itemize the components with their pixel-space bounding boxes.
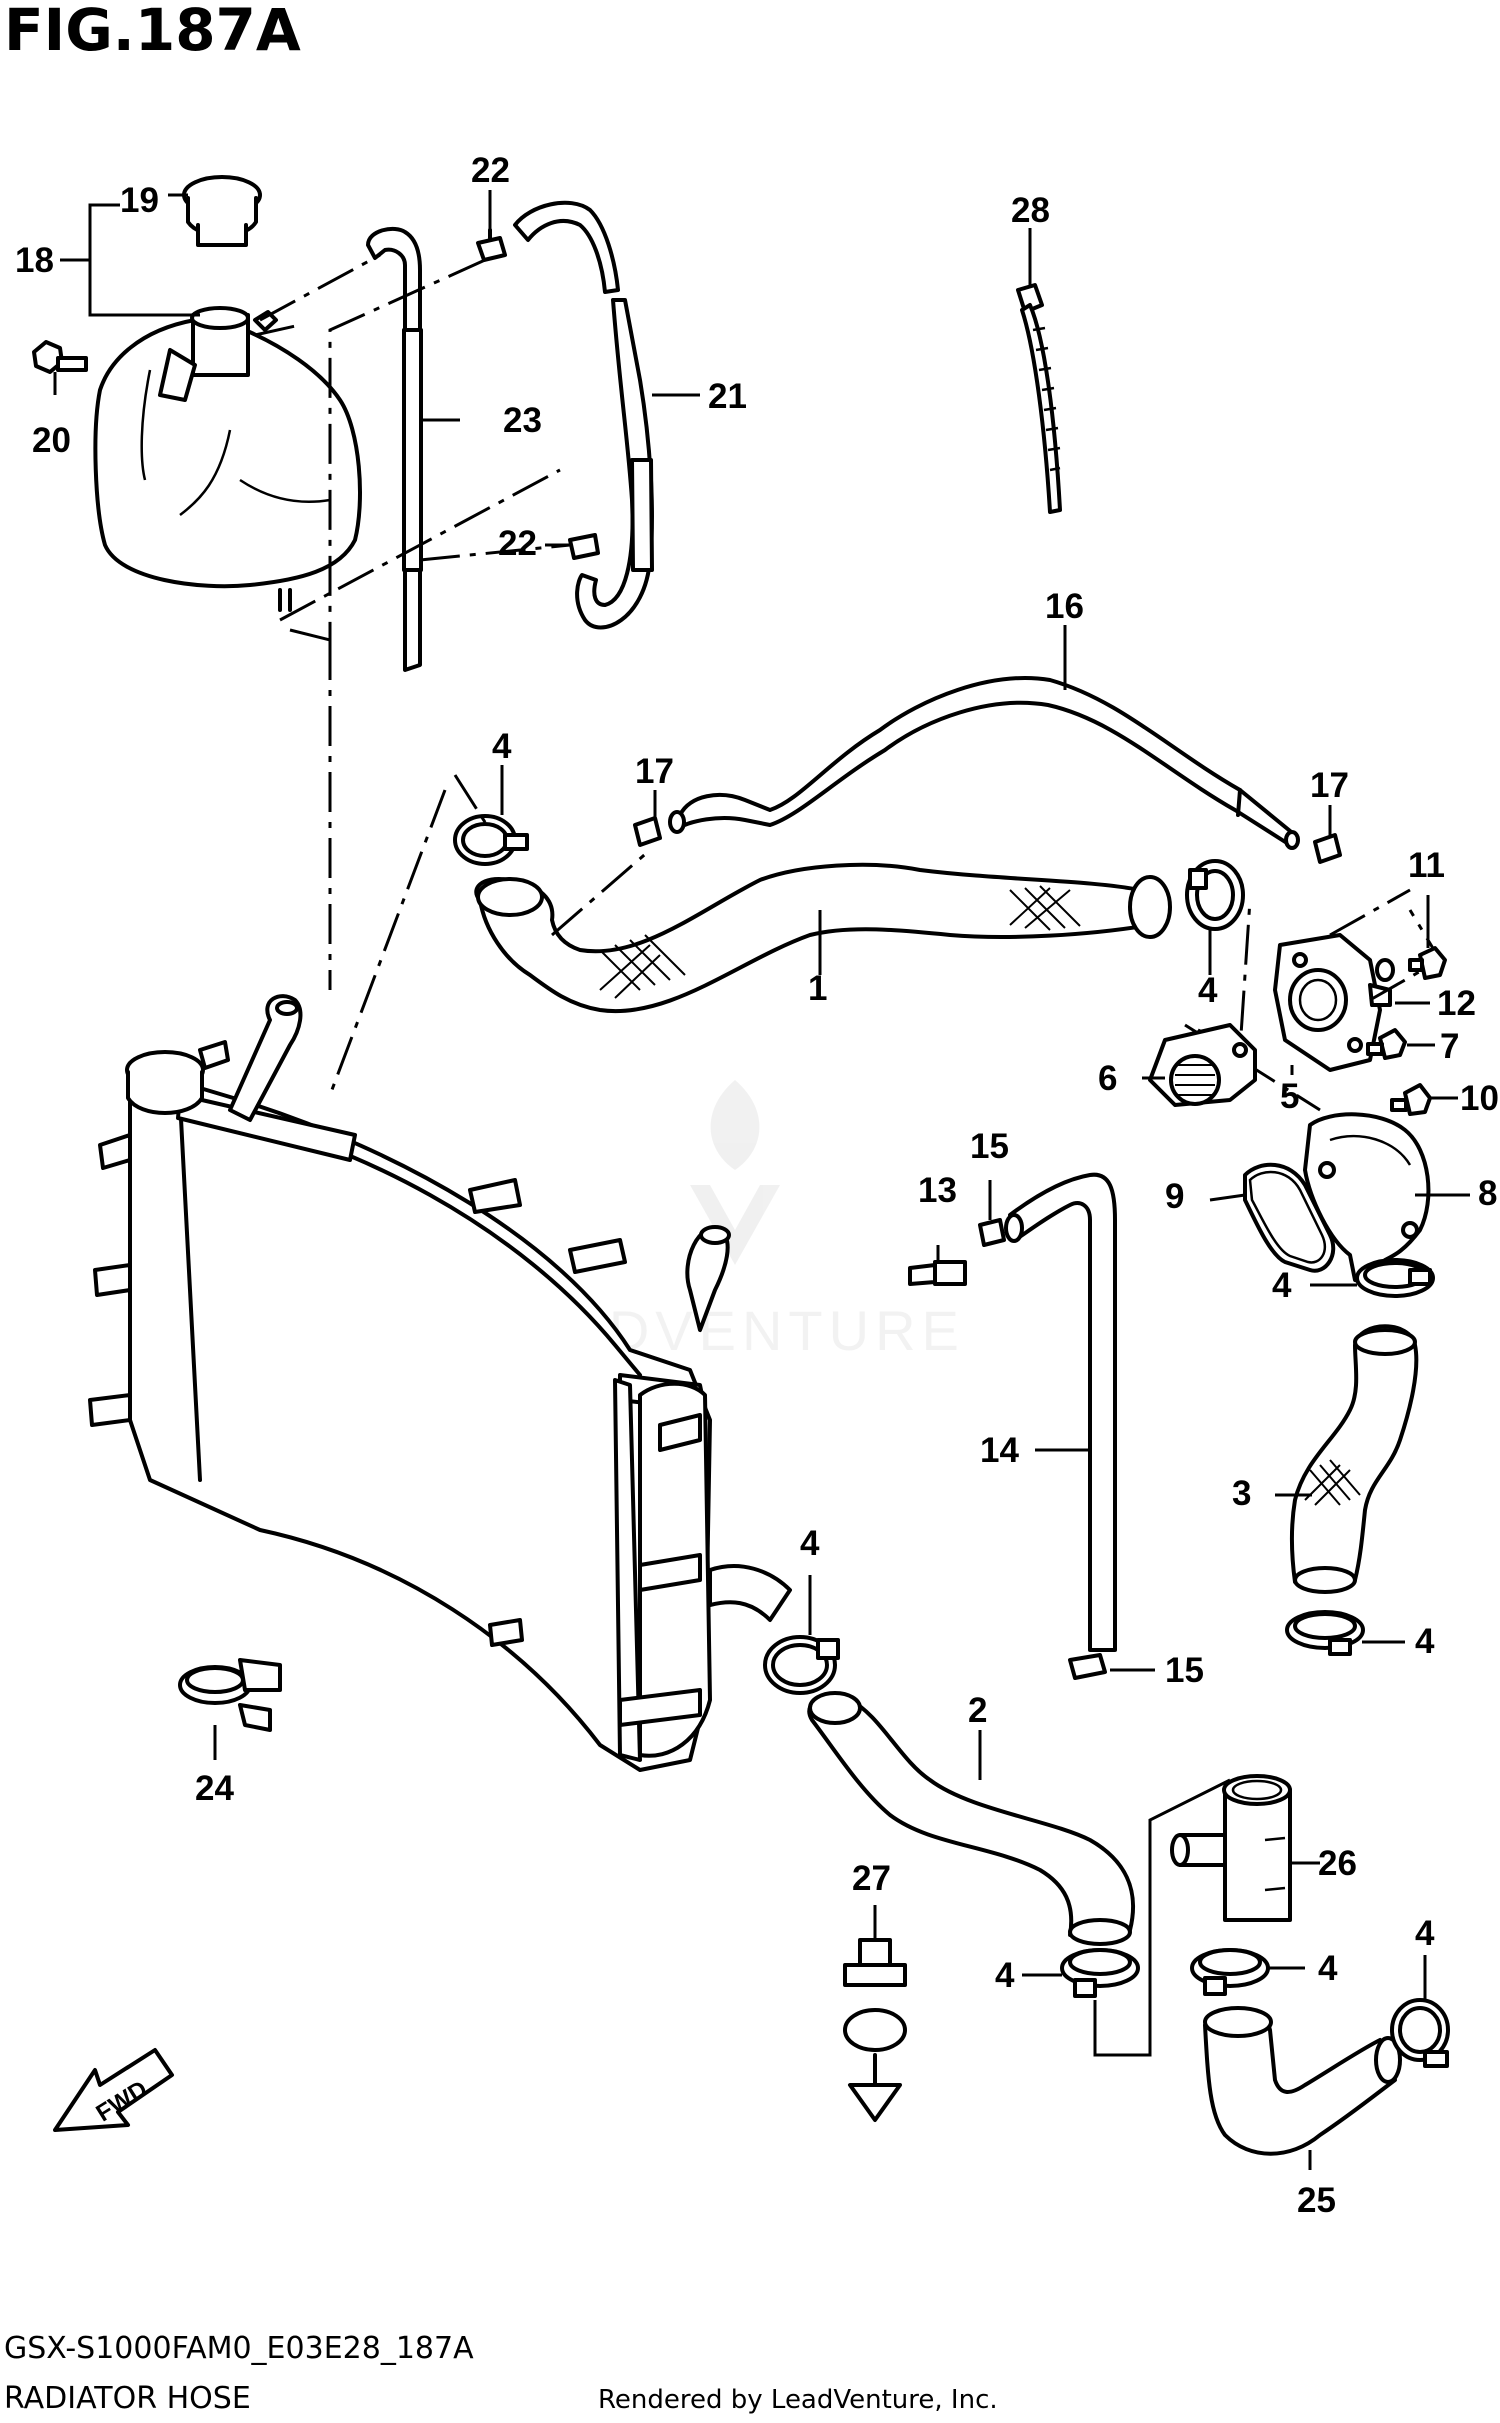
callout-4[interactable]: 4 [1415, 1914, 1435, 1953]
clamp-4-joint[interactable] [1190, 1948, 1270, 1996]
callout-17[interactable]: 17 [635, 752, 674, 791]
callout-15[interactable]: 15 [1165, 1651, 1204, 1690]
bolt-20[interactable] [32, 340, 88, 374]
callout-27[interactable]: 27 [852, 1859, 891, 1898]
callout-22[interactable]: 22 [498, 524, 537, 563]
clamp-17-left[interactable] [633, 816, 662, 847]
clamp-4-upper[interactable] [453, 814, 529, 866]
callout-10[interactable]: 10 [1460, 1079, 1499, 1118]
callout-22[interactable]: 22 [471, 151, 510, 190]
joint-26[interactable] [1170, 1774, 1292, 1922]
leader-18 [60, 203, 200, 317]
callout-24[interactable]: 24 [195, 1769, 234, 1808]
callout-4[interactable]: 4 [1198, 971, 1218, 1010]
dash-line [279, 468, 561, 622]
clamp-15-upper[interactable] [978, 1218, 1006, 1247]
radiator-assembly[interactable] [88, 994, 792, 1772]
callout-8[interactable]: 8 [1478, 1174, 1497, 1213]
clamp-4-outlet[interactable] [763, 1635, 840, 1695]
callout-6[interactable]: 6 [1098, 1059, 1117, 1098]
callout-26[interactable]: 26 [1318, 1844, 1357, 1883]
callout-28[interactable]: 28 [1011, 191, 1050, 230]
reservoir-tank-18[interactable] [93, 306, 362, 612]
figure-title: FIG.187A [4, 0, 301, 64]
callout-4[interactable]: 4 [1318, 1949, 1338, 1988]
rendered-by: Rendered by LeadVenture, Inc. [598, 2385, 998, 2415]
dash-line [551, 848, 651, 937]
clamp-4-hose2[interactable] [1060, 1948, 1140, 1998]
clamp-4-cover[interactable] [1355, 1258, 1435, 1298]
callout-4[interactable]: 4 [800, 1524, 820, 1563]
thermostat-housing-5[interactable] [1273, 933, 1392, 1072]
callout-19[interactable]: 19 [120, 181, 159, 220]
callout-17[interactable]: 17 [1310, 766, 1349, 805]
connector-line [1093, 1778, 1231, 2057]
callout-23[interactable]: 23 [503, 401, 542, 440]
callout-4[interactable]: 4 [995, 1956, 1015, 1995]
callout-4[interactable]: 4 [1272, 1266, 1292, 1305]
leader-9 [1209, 1193, 1246, 1202]
callout-2[interactable]: 2 [968, 1691, 987, 1730]
callout-13[interactable]: 13 [918, 1171, 957, 1210]
dash-line [419, 543, 571, 562]
hose-3[interactable] [1289, 1324, 1419, 1594]
dash-line [259, 253, 381, 322]
dash-line [328, 774, 492, 1096]
callout-21[interactable]: 21 [708, 377, 747, 416]
clamp-22-lower[interactable] [568, 533, 600, 560]
callout-12[interactable]: 12 [1437, 984, 1476, 1023]
figure-name: RADIATOR HOSE [4, 2381, 251, 2416]
thermostat-6[interactable] [1148, 1023, 1257, 1107]
callout-3[interactable]: 3 [1232, 1474, 1251, 1513]
callout-15[interactable]: 15 [970, 1127, 1009, 1166]
clamp-4-thermostat[interactable] [1185, 859, 1245, 931]
hose-21[interactable] [513, 200, 654, 630]
gasket-9[interactable] [1243, 1162, 1336, 1273]
bolt-11[interactable] [1408, 946, 1447, 980]
callout-18[interactable]: 18 [15, 241, 54, 280]
hose-25[interactable] [1203, 2006, 1402, 2156]
clip-27[interactable] [843, 1938, 907, 2122]
callout-7[interactable]: 7 [1440, 1027, 1459, 1066]
callout-20[interactable]: 20 [32, 421, 71, 460]
radiator-cap-19[interactable] [182, 175, 262, 247]
clamp-24[interactable] [178, 1658, 282, 1732]
dash-line [254, 323, 301, 337]
callout-4[interactable]: 4 [1415, 1622, 1435, 1661]
washer-12[interactable] [1375, 958, 1395, 982]
bolt-10[interactable] [1390, 1083, 1432, 1116]
callout-1[interactable]: 1 [808, 969, 827, 1008]
callout-16[interactable]: 16 [1045, 587, 1084, 626]
cover-8[interactable] [1303, 1112, 1431, 1287]
bolt-13[interactable] [908, 1260, 967, 1286]
hose-2[interactable] [807, 1691, 1136, 1946]
fwd-arrow-icon: FWD [53, 2048, 174, 2132]
callout-4[interactable]: 4 [492, 727, 512, 766]
hose-1[interactable] [474, 862, 1172, 1014]
hose-23[interactable] [366, 226, 423, 672]
callout-11[interactable]: 11 [1408, 846, 1445, 885]
figure-code: GSX-S1000FAM0_E03E28_187A [4, 2331, 474, 2366]
clamp-17-right[interactable] [1313, 833, 1342, 864]
dash-line [289, 258, 486, 642]
clamp-4-hose3[interactable] [1285, 1610, 1365, 1656]
callout-9[interactable]: 9 [1165, 1177, 1184, 1216]
hose-16[interactable] [668, 676, 1300, 850]
callout-5[interactable]: 5 [1280, 1077, 1299, 1116]
clamp-15-lower[interactable] [1068, 1653, 1107, 1680]
callout-labels: 19 18 22 28 21 23 20 22 16 4 17 17 11 1 … [15, 151, 1499, 2220]
callout-14[interactable]: 14 [980, 1431, 1019, 1470]
clamp-4-right[interactable] [1390, 1998, 1450, 2068]
cable-tie-28[interactable] [1016, 283, 1062, 514]
hose-14[interactable] [1004, 1172, 1117, 1652]
callout-25[interactable]: 25 [1297, 2181, 1336, 2220]
bolt-7[interactable] [1366, 1028, 1407, 1060]
